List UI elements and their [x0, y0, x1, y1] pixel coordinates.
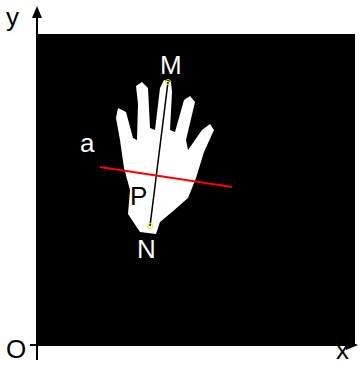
x-axis	[30, 344, 350, 346]
hand-silhouette	[116, 80, 214, 234]
line-label: a	[80, 130, 94, 156]
line-a	[100, 167, 232, 187]
point-m	[166, 80, 171, 85]
axis-label: y	[6, 4, 19, 30]
axis-line-mn	[150, 82, 168, 226]
axis-label: x	[336, 337, 349, 363]
point-label: P	[130, 183, 147, 209]
point-label: N	[137, 236, 156, 262]
y-arrowhead	[32, 6, 42, 18]
point-label: M	[160, 52, 182, 78]
origin-label: O	[6, 336, 26, 362]
y-axis	[36, 14, 38, 360]
point-n	[148, 224, 153, 229]
image-background	[37, 34, 355, 345]
